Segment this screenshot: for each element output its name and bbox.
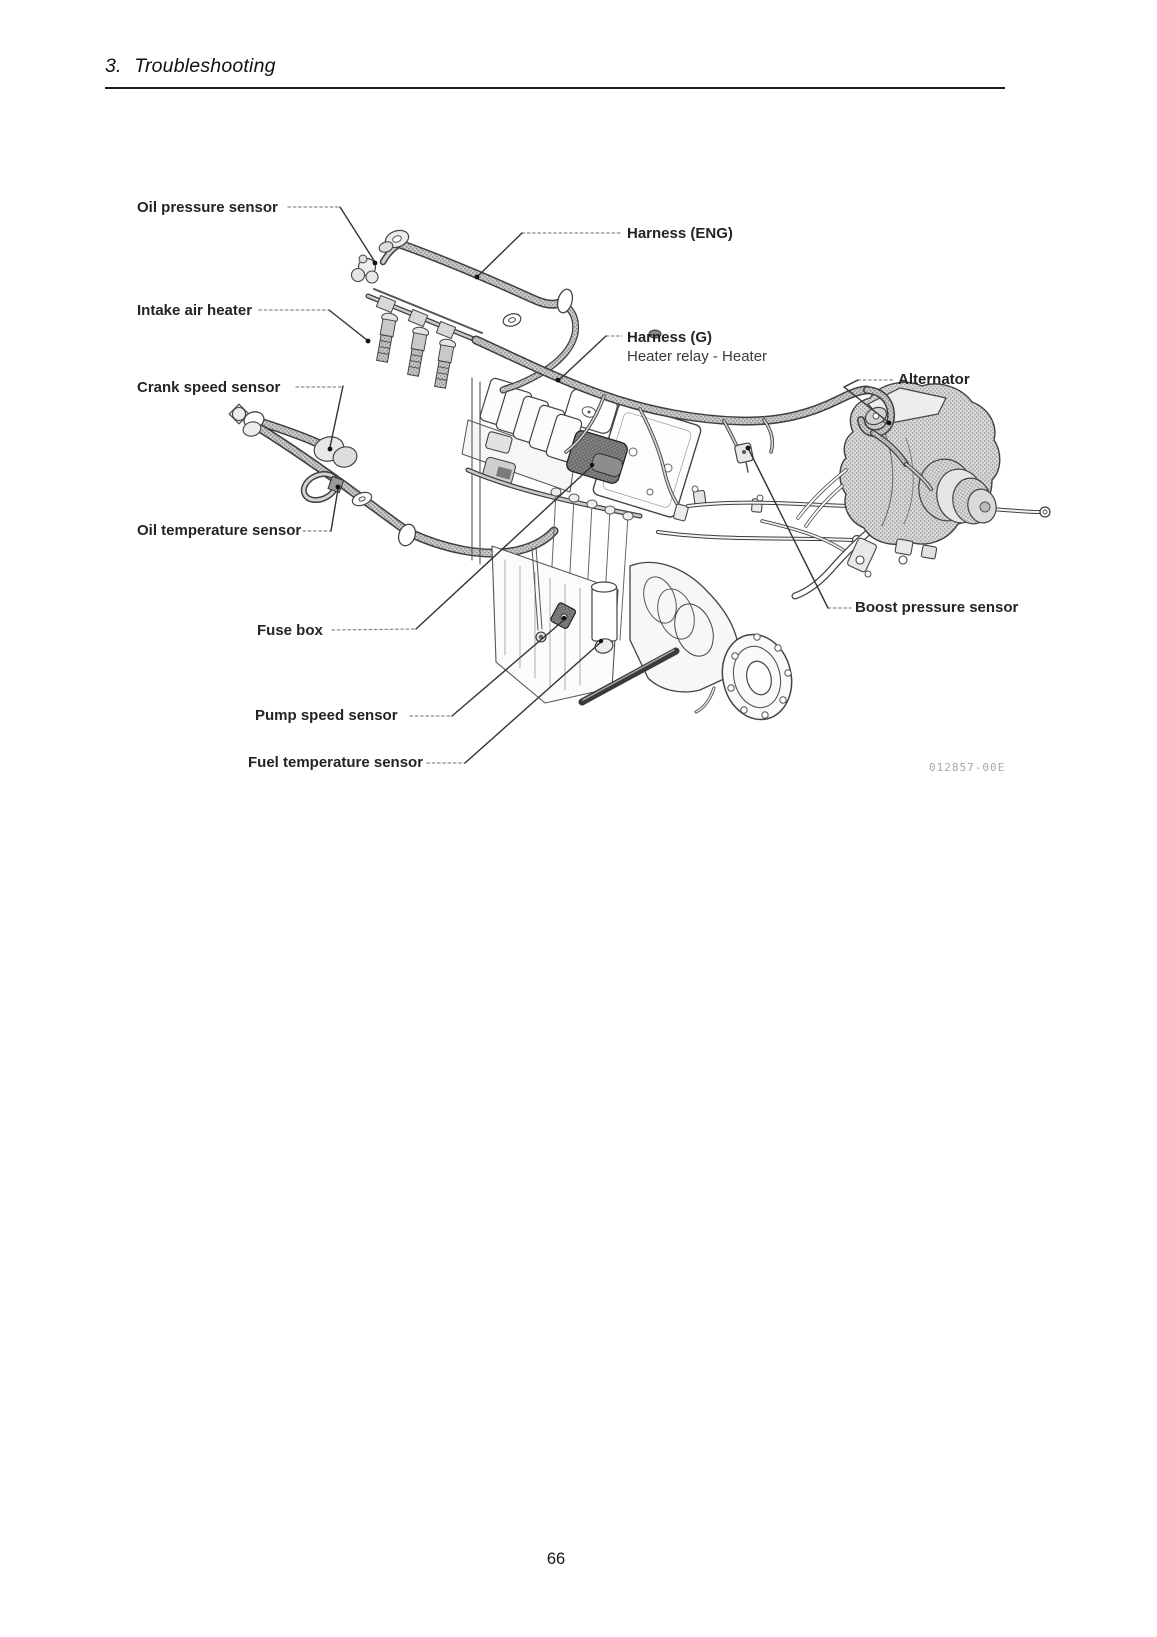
leader-pump-speed-sensor xyxy=(409,615,567,717)
label-fuel-temperature-sensor: Fuel temperature sensor xyxy=(248,754,423,771)
label-text: Intake air heater xyxy=(137,302,253,319)
label-text: Oil temperature sensor xyxy=(137,522,302,539)
label-text: Boost pressure sensor xyxy=(855,599,1019,616)
label-harness-eng: Harness (ENG) xyxy=(627,225,733,242)
leader-intake-air-heater xyxy=(258,309,371,344)
label-text: Pump speed sensor xyxy=(255,707,398,724)
label-intake-air-heater: Intake air heater xyxy=(137,302,252,319)
label-crank-speed-sensor: Crank speed sensor xyxy=(137,379,280,396)
injection-pump xyxy=(550,561,793,721)
label-alternator: Alternator xyxy=(898,371,970,388)
leader-lines xyxy=(258,206,895,764)
leader-crank-speed-sensor xyxy=(295,385,344,452)
figure-code: 012857-00E xyxy=(929,761,1006,774)
leader-harness-eng xyxy=(474,232,623,280)
label-subtext: Heater relay - Heater xyxy=(627,348,768,365)
leader-oil-temperature-sensor xyxy=(302,484,341,532)
label-oil-temperature-sensor: Oil temperature sensor xyxy=(137,522,301,539)
alternator-part xyxy=(796,381,1001,565)
page-number: 66 xyxy=(546,1550,566,1568)
label-harness-g: Harness (G) Heater relay - Heater xyxy=(627,329,767,365)
label-text: Alternator xyxy=(898,371,970,388)
label-text: Crank speed sensor xyxy=(137,379,281,396)
label-text: Fuse box xyxy=(257,622,323,639)
engine-block xyxy=(461,329,702,704)
fuse-box-part xyxy=(566,430,628,484)
leader-harness-g xyxy=(555,335,623,383)
label-text: Fuel temperature sensor xyxy=(248,754,424,771)
page-title: 3. Troubleshooting xyxy=(105,55,276,77)
leader-alternator xyxy=(843,379,895,426)
label-text: Oil pressure sensor xyxy=(137,199,278,216)
crank-sensor-assembly xyxy=(228,403,559,558)
label-text: Harness (G) xyxy=(627,329,713,346)
label-fuse-box: Fuse box xyxy=(257,622,323,639)
label-boost-pressure-sensor: Boost pressure sensor xyxy=(855,599,1018,616)
label-pump-speed-sensor: Pump speed sensor xyxy=(255,707,398,724)
intake-air-heater-assembly xyxy=(365,288,483,390)
label-text: Harness (ENG) xyxy=(627,225,733,242)
boost-pressure-sensor-part xyxy=(734,442,754,473)
label-oil-pressure-sensor: Oil pressure sensor xyxy=(137,199,278,216)
header-rule xyxy=(105,87,1005,89)
harness-g-run xyxy=(471,335,872,522)
leader-oil-pressure-sensor xyxy=(287,206,378,266)
leader-fuse-box xyxy=(331,462,595,631)
oil-pressure-assembly xyxy=(350,229,580,394)
leader-boost-pressure-sensor xyxy=(745,445,852,609)
leader-fuel-temperature-sensor xyxy=(426,638,604,764)
